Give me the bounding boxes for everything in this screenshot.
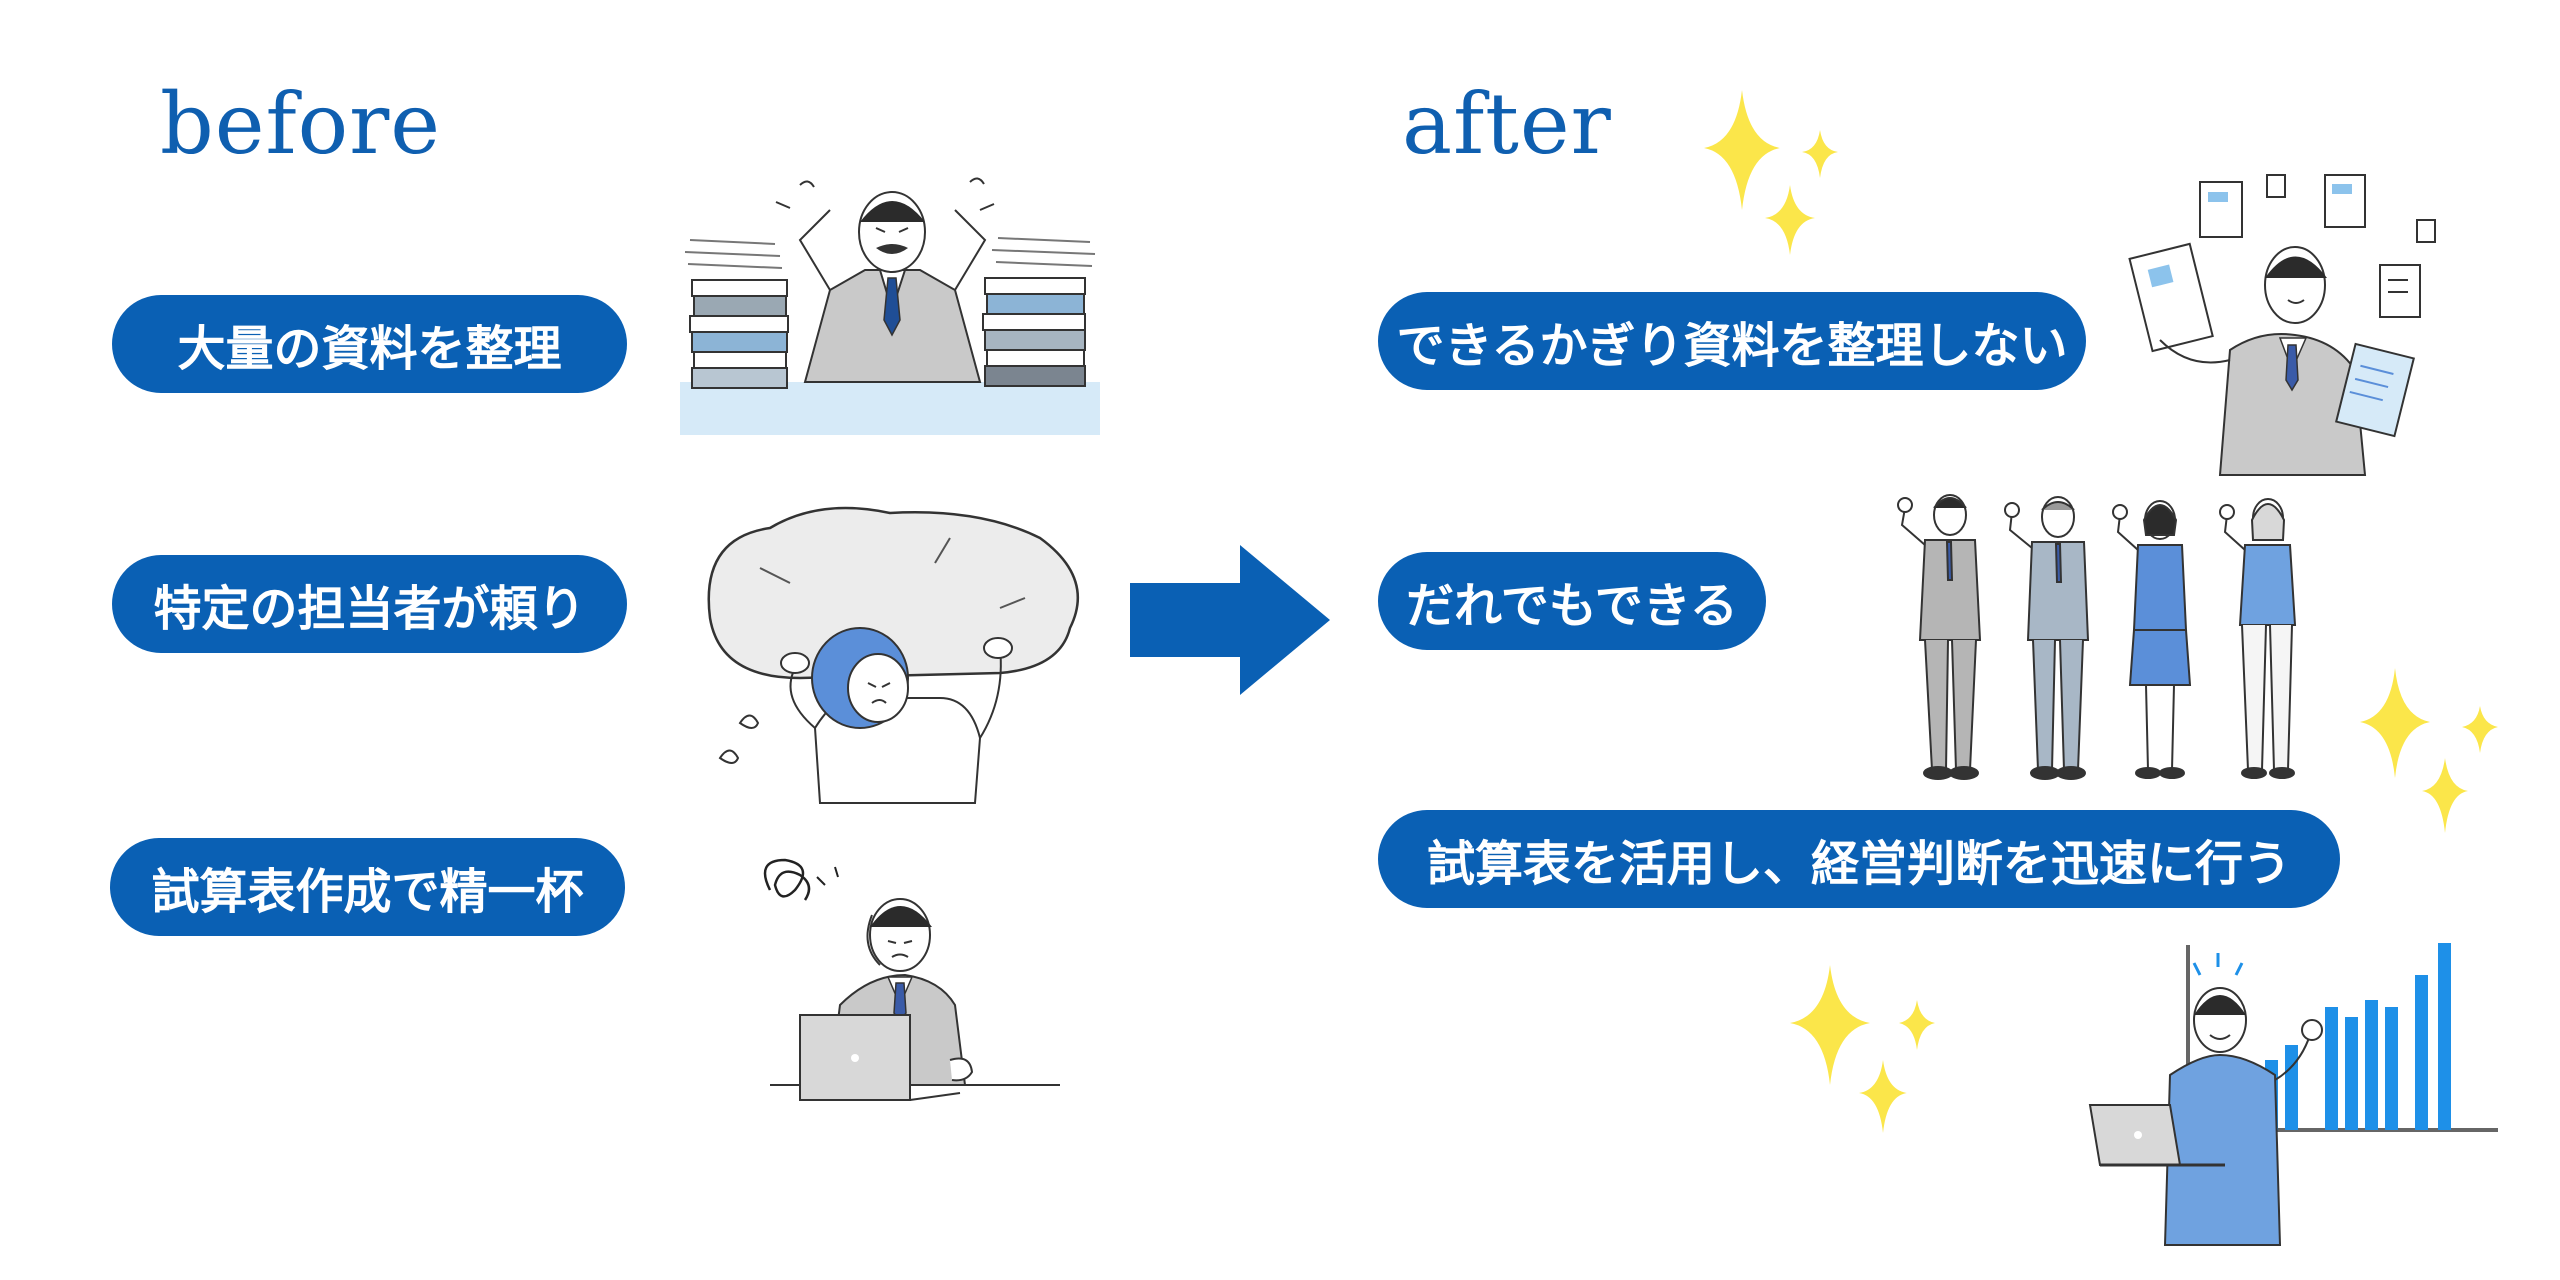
exhausted-worker-laptop-illustration <box>763 858 1060 1101</box>
before-item-person-dependent: 特定の担当者が頼り <box>112 555 627 653</box>
burdened-staff-illustration <box>707 506 1079 804</box>
team-members-illustration <box>1897 494 2297 780</box>
sparkle-icon <box>1704 90 1838 255</box>
after-item-use-trial-balance: 試算表を活用し、経営判断を迅速に行う <box>1378 810 2340 908</box>
before-heading: before <box>160 75 442 173</box>
right-arrow-icon <box>1130 545 1330 695</box>
before-item-mass-documents: 大量の資料を整理 <box>112 295 627 393</box>
stressed-office-worker-illustration <box>680 177 1100 435</box>
sparkle-icon <box>2360 668 2498 833</box>
document-organizing-worker-illustration <box>2128 174 2436 476</box>
after-heading: after <box>1402 75 1612 173</box>
before-item-trial-balance-busy: 試算表作成で精一杯 <box>110 838 625 936</box>
after-item-anyone-can-do: だれでもできる <box>1378 552 1766 650</box>
sparkle-icon <box>1790 965 1935 1133</box>
successful-worker-growth-chart-illustration <box>2088 943 2498 1246</box>
after-item-minimal-documents: できるかぎり資料を整理しない <box>1378 292 2086 390</box>
